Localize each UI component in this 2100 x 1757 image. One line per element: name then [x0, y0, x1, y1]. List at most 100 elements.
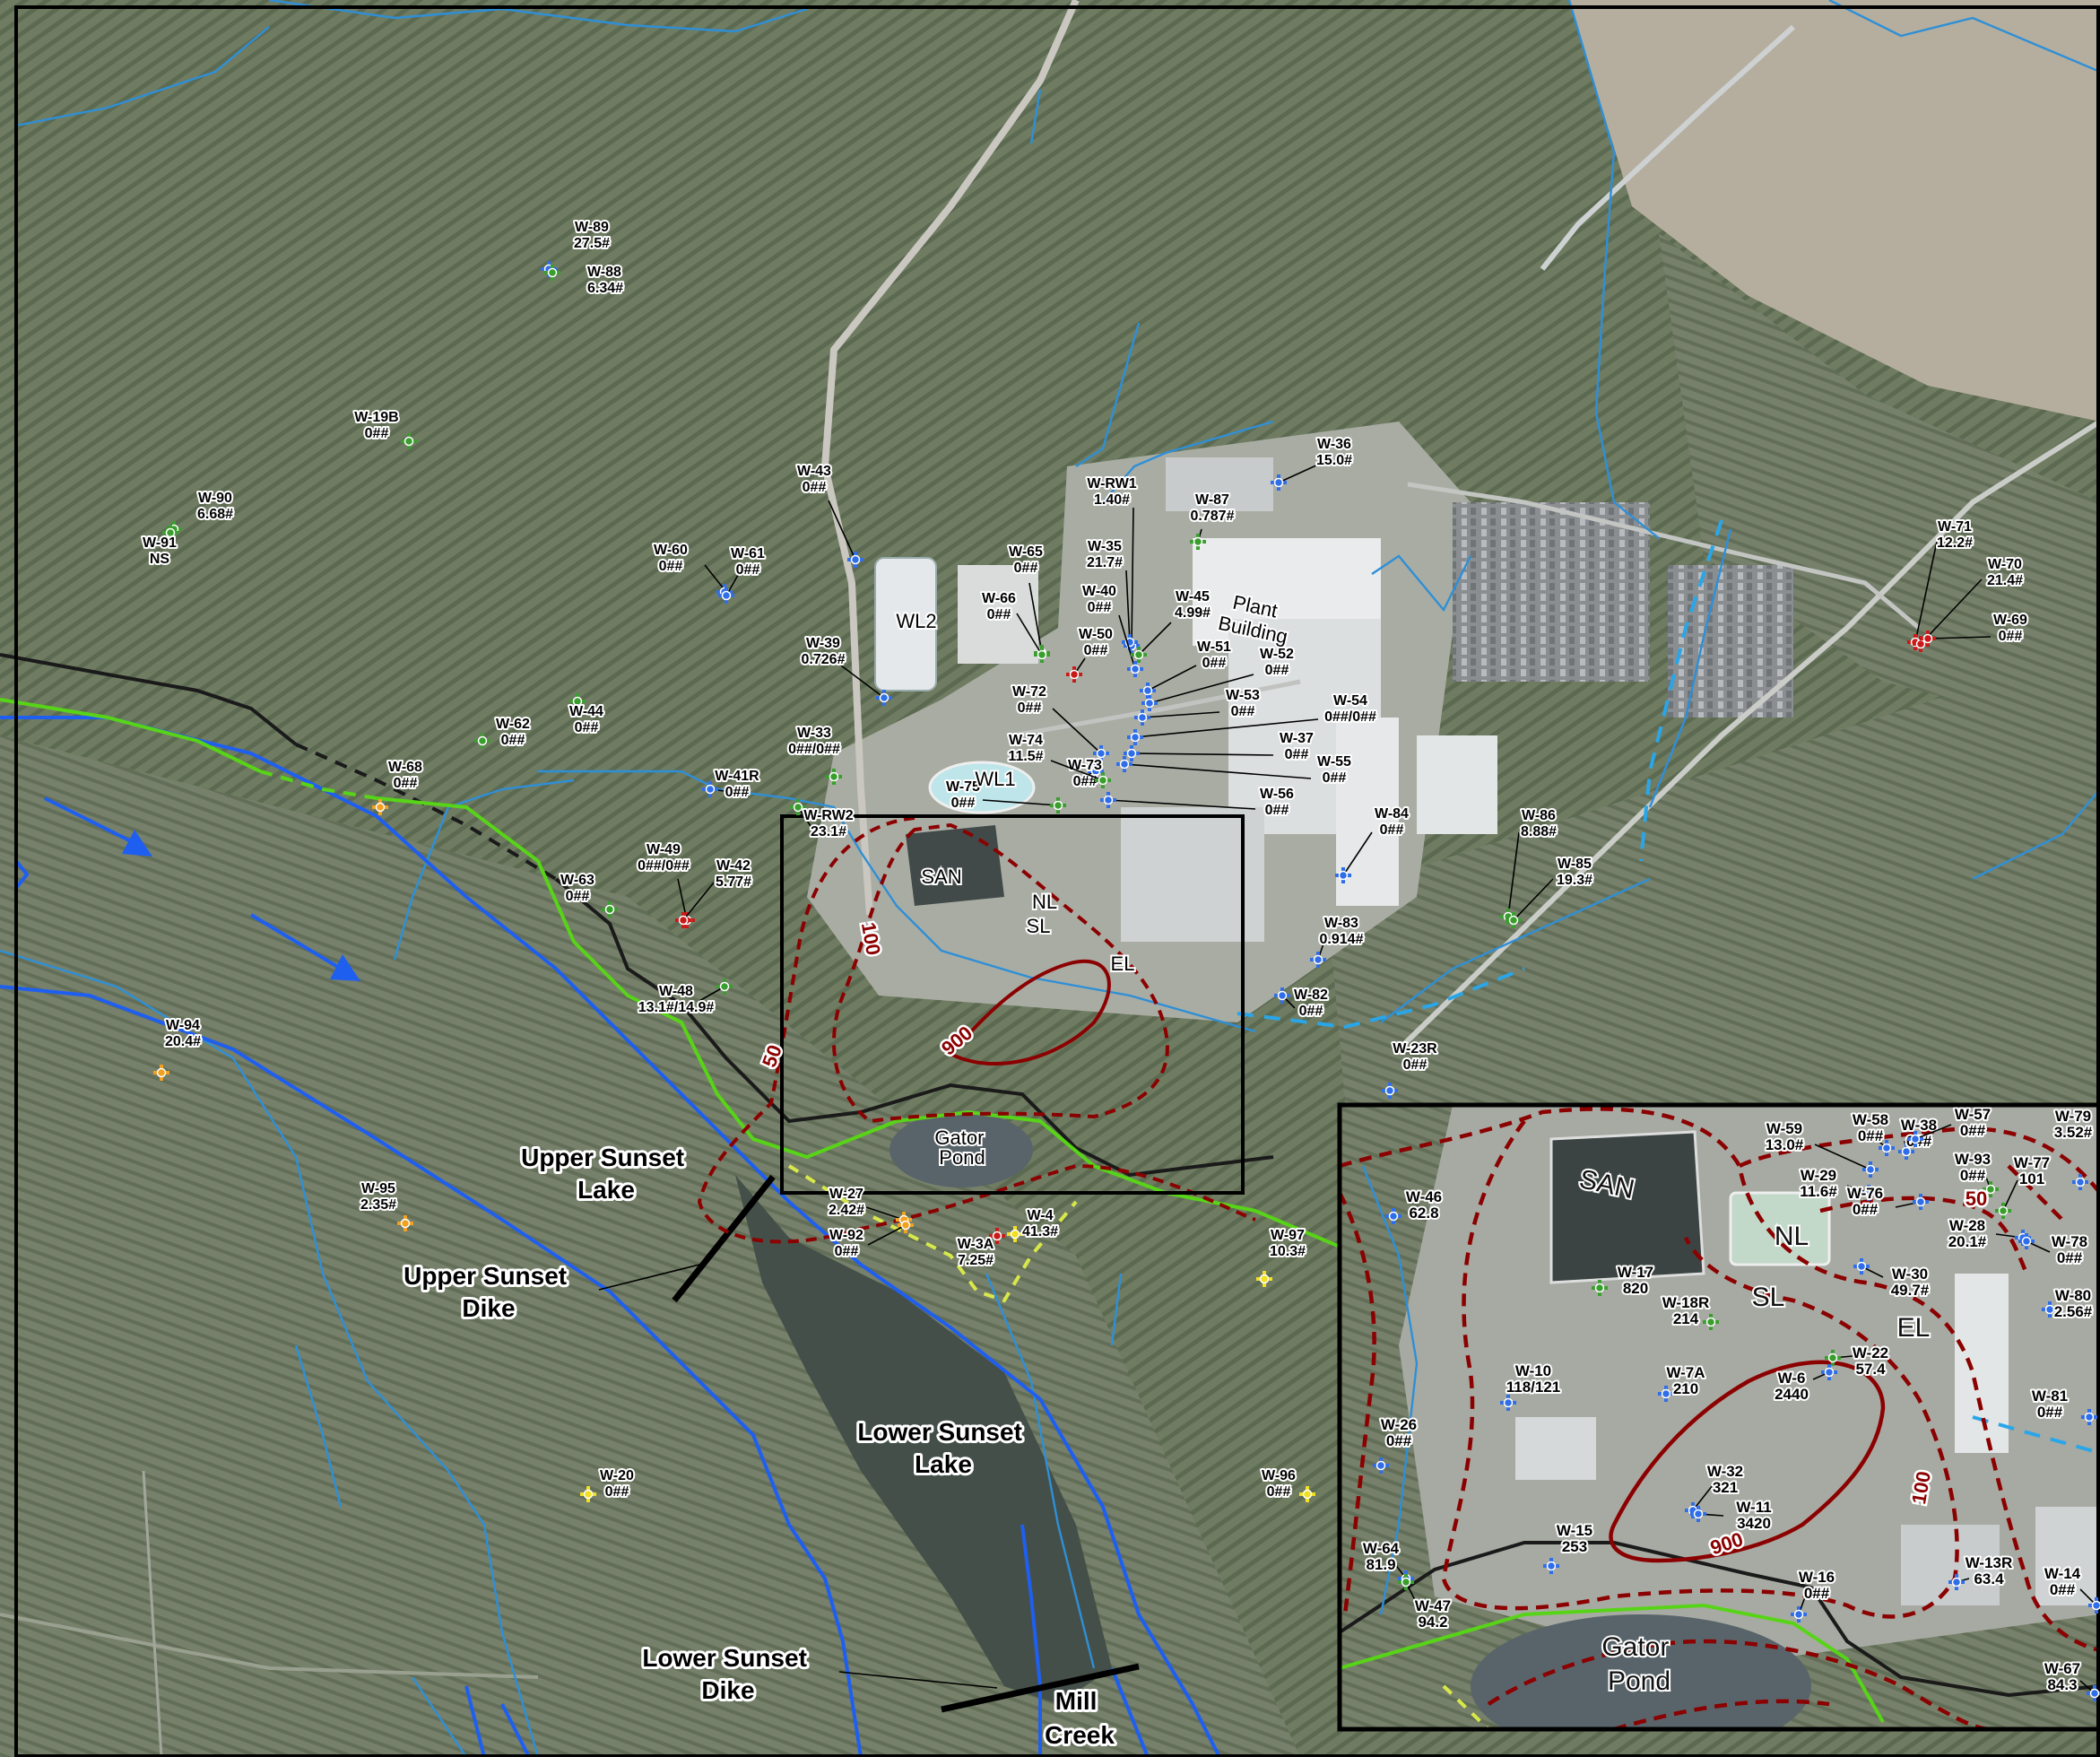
well-marker-dot-icon[interactable]	[547, 267, 558, 278]
well-value: 0##	[1018, 700, 1042, 716]
well-name: W-33	[797, 726, 831, 741]
well-marker-dot-icon[interactable]	[604, 904, 615, 915]
well-marker-dot-icon[interactable]	[1922, 633, 1933, 644]
inset-well-leader	[1914, 1124, 1952, 1140]
inset-well-marker-dot-icon[interactable]	[1388, 1211, 1399, 1222]
inset-well-marker-dot-icon[interactable]	[1661, 1388, 1671, 1399]
well-marker-dot-icon[interactable]	[1193, 536, 1203, 547]
well-leader	[828, 500, 856, 561]
well-marker-dot-icon[interactable]	[1313, 954, 1323, 965]
well-marker-dot-icon[interactable]	[992, 1231, 1002, 1241]
inset-well-marker-dot-icon[interactable]	[1865, 1164, 1876, 1175]
well-marker-dot-icon[interactable]	[1133, 649, 1144, 660]
well-marker-dot-icon[interactable]	[1090, 766, 1101, 777]
well-marker-dot-icon[interactable]	[1338, 870, 1349, 881]
inset-well-marker-dot-icon[interactable]	[1827, 1353, 1838, 1363]
inset-well-marker-dot-icon[interactable]	[1503, 1397, 1514, 1408]
well-leader	[1141, 711, 1220, 718]
inset-well-marker-dot-icon[interactable]	[1856, 1261, 1867, 1272]
inset-well-marker-dot-icon[interactable]	[1375, 1460, 1386, 1471]
inset-well-marker-dot-icon[interactable]	[1985, 1184, 1996, 1195]
inset-well-name: W-81	[2032, 1387, 2068, 1405]
inset-well-marker-dot-icon[interactable]	[1998, 1205, 2009, 1216]
well-marker-dot-icon[interactable]	[1103, 795, 1114, 805]
well-marker-dot-icon[interactable]	[1096, 748, 1106, 759]
well-marker-dot-icon[interactable]	[1053, 800, 1063, 811]
well-value: 0##	[1267, 1484, 1291, 1500]
well-marker-dot-icon[interactable]	[1273, 477, 1284, 488]
inset-well-marker-dot-icon[interactable]	[2089, 1688, 2100, 1699]
inset-well-marker-dot-icon[interactable]	[1901, 1146, 1912, 1157]
well-name: W-71	[1938, 519, 1972, 535]
well-marker-dot-icon[interactable]	[1259, 1274, 1270, 1284]
inset-well-marker-dot-icon[interactable]	[2021, 1236, 2032, 1247]
well-marker-dot-icon[interactable]	[572, 696, 583, 707]
inset-well-marker-dot-icon[interactable]	[1793, 1609, 1804, 1620]
well-leader	[1050, 760, 1104, 781]
well-marker-dot-icon[interactable]	[1142, 685, 1153, 696]
well-marker-dot-icon[interactable]	[477, 735, 488, 746]
well-value: 0##	[736, 562, 760, 578]
well-marker-dot-icon[interactable]	[1302, 1489, 1313, 1500]
inset-well-name: W-26	[1381, 1416, 1417, 1433]
inset-well-marker-dot-icon[interactable]	[2084, 1412, 2095, 1422]
inset-well-name: W-7A	[1666, 1364, 1705, 1381]
well-marker-dot-icon[interactable]	[793, 802, 803, 813]
well-marker-dot-icon[interactable]	[156, 1067, 167, 1078]
well-marker-dot-icon[interactable]	[678, 915, 689, 926]
well-marker-dot-icon[interactable]	[375, 802, 386, 813]
well-marker-dot-icon[interactable]	[1126, 748, 1137, 759]
inset-well-marker-dot-icon[interactable]	[2075, 1177, 2086, 1187]
inset-well-marker-dot-icon[interactable]	[1863, 1187, 1874, 1198]
well-marker-dot-icon[interactable]	[1010, 1229, 1020, 1239]
well-marker-dot-icon[interactable]	[1137, 712, 1148, 723]
inset-well-marker-dot-icon[interactable]	[1693, 1509, 1704, 1519]
well-marker-dot-icon[interactable]	[719, 981, 730, 992]
well-marker-dot-icon[interactable]	[404, 436, 414, 447]
inset-well-marker-dot-icon[interactable]	[2091, 1600, 2100, 1611]
well-marker-dot-icon[interactable]	[829, 771, 839, 782]
well-marker-dot-icon[interactable]	[1384, 1085, 1395, 1096]
well-marker-dot-icon[interactable]	[583, 1489, 594, 1500]
well-marker-dot-icon[interactable]	[900, 1220, 911, 1231]
well-marker-dot-icon[interactable]	[1098, 775, 1108, 786]
inset-well-marker-dot-icon[interactable]	[1824, 1367, 1835, 1378]
inset-well-marker-dot-icon[interactable]	[1915, 1196, 1926, 1207]
well-marker-dot-icon[interactable]	[705, 784, 716, 795]
well-marker-dot-icon[interactable]	[1508, 915, 1519, 926]
inset-well-marker-dot-icon[interactable]	[1951, 1577, 1962, 1587]
well-marker-dot-icon[interactable]	[165, 527, 176, 538]
well-marker-dot-icon[interactable]	[850, 554, 861, 565]
well-marker-dot-icon[interactable]	[1144, 698, 1155, 709]
well-marker-dot-icon[interactable]	[1119, 759, 1130, 770]
well-marker-dot-icon[interactable]	[1069, 669, 1080, 680]
well-value: 0.787#	[1191, 509, 1235, 524]
well-marker-dot-icon[interactable]	[400, 1218, 411, 1229]
well-marker-dot-icon[interactable]	[1130, 664, 1141, 674]
well-marker-dot-icon[interactable]	[1037, 649, 1047, 660]
inset-well-marker-dot-icon[interactable]	[1594, 1283, 1605, 1293]
well-marker-dot-icon[interactable]	[721, 590, 732, 601]
inset-well-marker-dot-icon[interactable]	[1910, 1134, 1921, 1144]
well-name: W-66	[982, 591, 1016, 606]
inset-well-marker-dot-icon[interactable]	[1401, 1577, 1411, 1587]
well-marker-dot-icon[interactable]	[1915, 639, 1926, 649]
inset-well-marker-dot-icon[interactable]	[2044, 1304, 2055, 1315]
well-marker-dot-icon[interactable]	[879, 692, 889, 703]
well-marker-dot-icon[interactable]	[1277, 990, 1288, 1001]
well-marker-dot-icon[interactable]	[1130, 732, 1141, 743]
inset-well-marker-dot-icon[interactable]	[1705, 1317, 1716, 1327]
inset-well-marker-dot-icon[interactable]	[1546, 1561, 1557, 1571]
well-name: W-RW2	[803, 808, 853, 823]
inset-well-marker-dot-icon[interactable]	[1881, 1143, 1892, 1153]
